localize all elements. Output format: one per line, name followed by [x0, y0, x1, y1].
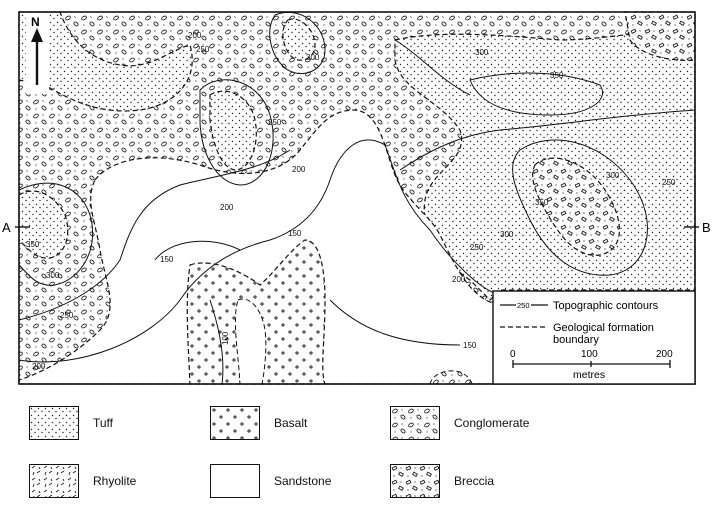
contour-label: 300 — [306, 53, 320, 62]
contour-label: 250 — [662, 178, 676, 187]
key-boundary-label-1: Geological formation — [553, 322, 654, 334]
legend-item-breccia: Breccia — [390, 464, 494, 498]
contour-label: 300 — [606, 171, 620, 180]
tuff-hill-n — [282, 18, 316, 61]
legend-item-conglomerate: Conglomerate — [390, 406, 529, 440]
key-contour-sample: 250 — [517, 301, 530, 310]
legend-label: Breccia — [454, 474, 495, 488]
contour-label: 250 — [470, 243, 484, 252]
key-boundary-label-2: boundary — [553, 334, 599, 346]
contour-label: 350 — [550, 71, 564, 80]
sandstone-swatch — [210, 464, 260, 498]
topographic-contours — [18, 11, 696, 385]
tuff-unit-nw — [18, 11, 193, 112]
legend-label: Tuff — [93, 416, 114, 430]
contour-label: 150 — [463, 341, 477, 350]
contour-labels: 200 250 300 350 300 250 200 150 200 250 … — [32, 31, 676, 371]
contour-label: 300 — [500, 230, 514, 239]
scale-tick-200: 200 — [656, 349, 673, 360]
contour-label: 200 — [32, 362, 46, 371]
legend-label: Sandstone — [274, 474, 332, 488]
contour-label: 150 — [160, 255, 174, 264]
map-border — [18, 11, 696, 385]
basalt-swatch — [210, 406, 260, 440]
sandstone-strip — [234, 298, 267, 385]
breccia-ne — [624, 11, 696, 61]
contour-label: 250 — [60, 311, 74, 320]
sandstone-unit — [18, 109, 501, 385]
scale-unit: metres — [573, 369, 605, 381]
map-key: 250 Topographic contours Geological form… — [492, 290, 696, 385]
contour-label: 200 — [188, 31, 202, 40]
breccia-swatch — [390, 464, 440, 498]
legend-label: Basalt — [274, 416, 308, 430]
legend-label: Conglomerate — [454, 416, 530, 430]
legend-item-basalt: Basalt — [210, 406, 307, 440]
conglomerate-south — [429, 370, 473, 385]
key-contour-label: Topographic contours — [553, 300, 659, 312]
section-markers: A B — [2, 220, 711, 235]
contour-label: 300 — [475, 48, 489, 57]
legend-item-sandstone: Sandstone — [210, 464, 331, 498]
legend-item-rhyolite: Rhyolite — [29, 464, 136, 498]
north-arrow: N — [26, 14, 48, 94]
contour-label: 200 — [220, 203, 234, 212]
legend-item-tuff: Tuff — [29, 406, 113, 440]
svg-text:350: 350 — [26, 240, 40, 249]
section-start-label: A — [2, 220, 11, 235]
tuff-hill-central — [209, 90, 257, 171]
breccia-unit — [532, 157, 620, 256]
section-end-label: B — [702, 220, 711, 235]
contour-label: 250 — [268, 118, 282, 127]
tuff-hill-west — [18, 190, 69, 259]
conglomerate-swatch — [390, 406, 440, 440]
contour-label: 200 — [452, 275, 466, 284]
contour-label: 100 — [221, 331, 230, 345]
contour-label: 250 — [196, 45, 210, 54]
legend-label: Rhyolite — [93, 474, 137, 488]
scale-tick-100: 100 — [581, 349, 598, 360]
contour-label: 300 — [46, 271, 60, 280]
tuff-swatch — [29, 406, 79, 440]
north-label: N — [31, 15, 40, 29]
geological-map: 200 250 300 350 300 250 200 150 200 250 … — [2, 11, 711, 385]
contour-label: 200 — [292, 165, 306, 174]
scale-tick-0: 0 — [510, 349, 516, 360]
rhyolite-swatch — [29, 464, 79, 498]
contour-label: 150 — [288, 229, 302, 238]
contour-label: 350 — [535, 198, 549, 207]
map-svg: 200 250 300 350 300 250 200 150 200 250 … — [2, 11, 711, 385]
